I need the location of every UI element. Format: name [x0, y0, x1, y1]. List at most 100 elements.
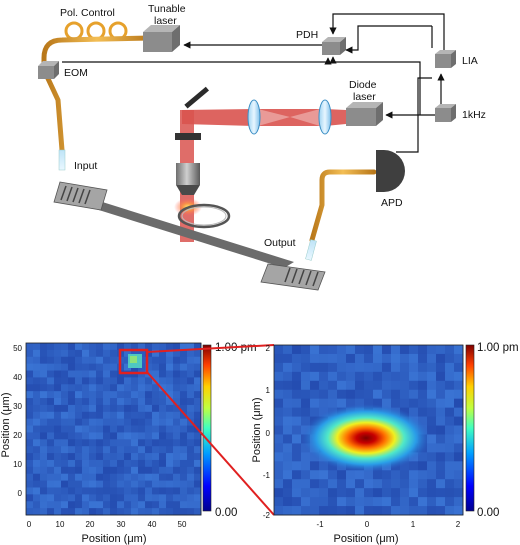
- heatmap-cell: [364, 345, 374, 355]
- heatmap-cell: [400, 398, 410, 409]
- heatmap-cell: [33, 411, 41, 420]
- heatmap-cell: [391, 353, 401, 364]
- heatmap-cell: [82, 501, 90, 509]
- heatmap-cell: [382, 398, 392, 409]
- heatmap-cell: [187, 349, 195, 358]
- heatmap-cell: [68, 508, 76, 516]
- heatmap-cell: [454, 398, 464, 409]
- heatmap-cell: [187, 501, 195, 509]
- heatmap-cell: [96, 432, 104, 440]
- heatmap-cell: [54, 384, 62, 392]
- heatmap-cell: [103, 473, 111, 481]
- heatmap-cell: [400, 479, 410, 489]
- heatmap-cell: [337, 497, 347, 507]
- heatmap-cell: [75, 453, 83, 461]
- heatmap-cell: [180, 370, 188, 378]
- electrical-wiring: [62, 13, 445, 153]
- heatmap-cell: [61, 391, 69, 399]
- lia-label: LIA: [462, 55, 478, 67]
- heatmap-cell: [274, 470, 284, 480]
- heatmap-cell: [82, 473, 90, 481]
- heatmap-cell: [187, 391, 195, 399]
- heatmap-cell: [110, 370, 118, 378]
- heatmap-cell: [400, 345, 410, 355]
- diode-laser-box: [346, 102, 383, 126]
- heatmap-cell: [145, 343, 153, 351]
- heatmap-cell: [159, 377, 167, 385]
- heatmap-cell: [187, 487, 195, 495]
- heatmap-cell: [159, 356, 167, 365]
- heatmap-cell: [145, 432, 153, 440]
- heatmap-cell: [82, 398, 90, 406]
- heatmap-cell: [180, 473, 188, 481]
- heatmap-cell: [454, 389, 464, 400]
- heatmap-cell: [131, 453, 139, 461]
- heatmap-cell: [54, 432, 62, 440]
- heatmap-cell: [173, 363, 181, 371]
- heatmap-cell: [40, 480, 48, 488]
- heatmap-cell: [110, 473, 118, 481]
- heatmap-cell: [96, 466, 104, 475]
- heatmap-cell: [187, 377, 195, 385]
- heatmap-cell: [117, 404, 125, 413]
- heatmap-cell: [391, 389, 401, 400]
- heatmap-cell: [75, 487, 83, 495]
- heatmap-cell: [138, 404, 146, 413]
- pdh-label: PDH: [296, 29, 318, 41]
- heatmap-cell: [33, 508, 41, 516]
- heatmap-cell: [33, 501, 41, 509]
- heatmap-cell: [152, 432, 160, 440]
- right-colorbar-min: 0.00: [477, 507, 499, 519]
- heatmap-cell: [436, 488, 446, 498]
- heatmap-cell: [33, 363, 41, 371]
- heatmap-cell: [194, 349, 202, 358]
- heatmap-cell: [61, 480, 69, 488]
- heatmap-cell: [409, 497, 419, 507]
- heatmap-cell: [346, 371, 356, 382]
- heatmap-cell: [328, 362, 338, 373]
- heatmap-cell: [436, 362, 446, 373]
- heatmap-cell: [418, 452, 428, 462]
- heatmap-cell: [310, 488, 320, 498]
- heatmap-cell: [301, 416, 311, 426]
- heatmap-cell: [47, 501, 55, 509]
- heatmap-cell: [61, 370, 69, 378]
- heatmap-cell: [152, 480, 160, 488]
- heatmap-cell: [96, 356, 104, 365]
- heatmap-cell: [427, 389, 437, 400]
- heatmap-cell: [145, 487, 153, 495]
- heatmap-cell: [180, 508, 188, 516]
- heatmap-cell: [68, 446, 76, 454]
- heatmap-cell: [283, 497, 293, 507]
- output-label: Output: [264, 237, 296, 249]
- heatmap-cell: [292, 380, 302, 391]
- heatmap-cell: [301, 371, 311, 382]
- heatmap-cell: [117, 377, 125, 385]
- heatmap-cell: [409, 362, 419, 373]
- heatmap-cell: [301, 452, 311, 462]
- heatmap-cell: [131, 487, 139, 495]
- heatmap-cell: [166, 343, 174, 351]
- heatmap-cell: [82, 349, 90, 358]
- heatmap-cell: [301, 389, 311, 400]
- heatmap-cell: [68, 418, 76, 426]
- heatmap-cell: [454, 416, 464, 426]
- heatmap-cell: [103, 391, 111, 399]
- heatmap-cell: [180, 432, 188, 440]
- heatmap-cell: [103, 425, 111, 433]
- grating-coupler-input: [53, 181, 108, 211]
- heatmap-cell: [82, 466, 90, 475]
- heatmap-cell: [61, 349, 69, 358]
- heatmap-cell: [328, 497, 338, 507]
- heatmap-cell: [152, 466, 160, 475]
- heatmap-cell: [187, 466, 195, 475]
- heatmap-cell: [180, 384, 188, 392]
- heatmap-cell: [131, 466, 139, 475]
- heatmap-cell: [124, 377, 132, 385]
- heatmap-cell: [110, 501, 118, 509]
- heatmap-cell: [292, 362, 302, 373]
- heatmap-cell: [110, 411, 118, 420]
- heatmap-cell: [26, 418, 34, 426]
- heatmap-cell: [382, 362, 392, 373]
- svg-text:0: 0: [266, 429, 271, 438]
